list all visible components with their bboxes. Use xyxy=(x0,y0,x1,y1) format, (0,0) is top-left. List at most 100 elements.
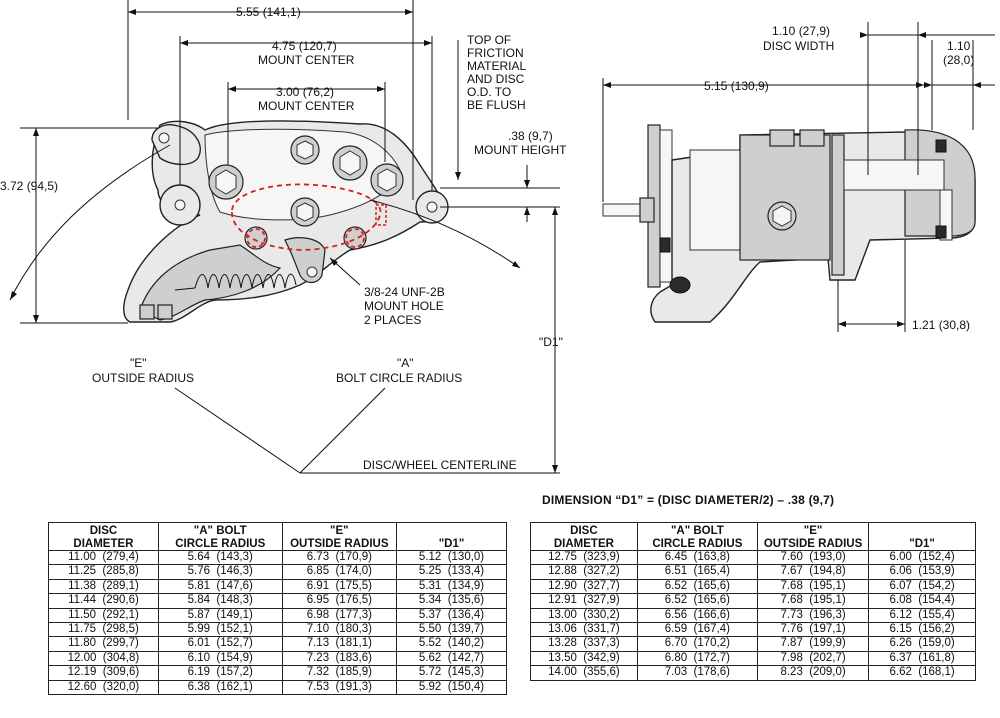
mount-center-outer-label: MOUNT CENTER xyxy=(258,53,355,67)
table-cell: 11.38 (289,1) xyxy=(48,578,159,595)
table-cell: 14.00 (355,6) xyxy=(530,665,638,681)
table-cell: 12.75 (323,9) xyxy=(530,549,638,566)
table-cell: 11.75 (298,5) xyxy=(48,622,159,638)
svg-text:3/8-24 UNF-2B: 3/8-24 UNF-2B xyxy=(364,285,445,299)
mount-height-value: .38 (9,7) xyxy=(508,129,553,143)
table-cell: 5.64 (143,3) xyxy=(157,549,283,566)
table-cell: 6.85 (174,0) xyxy=(281,564,398,580)
table-cell: 6.95 (176,5) xyxy=(281,593,398,609)
mount-hole-note: 3/8-24 UNF-2B MOUNT HOLE 2 PLACES xyxy=(364,285,445,327)
top-note: TOP OF FRICTION MATERIAL AND DISC O.D. T… xyxy=(467,33,526,112)
table-cell: 5.34 (135,6) xyxy=(396,593,507,609)
table-cell: 6.10 (154,9) xyxy=(157,650,283,667)
table-cell: 5.92 (150,4) xyxy=(396,679,507,696)
side-labels: 1.10 (27,9) DISC WIDTH 1.10 (28,0) 5.15 … xyxy=(704,24,974,332)
svg-text:TOP OF: TOP OF xyxy=(467,33,511,47)
side-dimensions xyxy=(602,22,995,332)
overall-height-label: 3.72 (94,5) xyxy=(0,179,58,193)
table-cell: 13.06 (331,7) xyxy=(530,622,638,638)
table-row: 13.28 (337,3)6.70 (170,2)7.87 (199,9)6.2… xyxy=(530,636,976,652)
a-label: "A" xyxy=(397,356,414,370)
table-cell: 6.73 (170,9) xyxy=(281,549,398,566)
table-header-cell: "E"OUTSIDE RADIUS xyxy=(756,522,870,551)
table-cell: 11.80 (299,7) xyxy=(48,636,159,652)
table-row: 12.19 (309,6)6.19 (157,2)7.32 (185,9)5.7… xyxy=(48,665,507,681)
side-width-value: 1.10 xyxy=(947,39,971,53)
table-row: 11.75 (298,5)5.99 (152,1)7.10 (180,3)5.5… xyxy=(48,622,507,638)
mount-center-outer-value: 4.75 (120,7) xyxy=(272,39,337,53)
front-dimensions xyxy=(9,0,560,474)
table-cell: 11.00 (279,4) xyxy=(48,549,159,566)
table-cell: 6.01 (152,7) xyxy=(157,636,283,652)
table-row: 11.25 (285,8)5.76 (146,3)6.85 (174,0)5.2… xyxy=(48,564,507,580)
table-cell: 5.99 (152,1) xyxy=(157,622,283,638)
table-cell: 5.37 (136,4) xyxy=(396,607,507,624)
table-cell: 7.68 (195,1) xyxy=(756,593,870,609)
table-row: 12.91 (327,9)6.52 (165,6)7.68 (195,1)6.0… xyxy=(530,593,976,609)
table-cell: 12.00 (304,8) xyxy=(48,650,159,667)
table-cell: 7.03 (178,6) xyxy=(636,665,758,681)
table-cell: 11.50 (292,1) xyxy=(48,607,159,624)
svg-text:O.D. TO: O.D. TO xyxy=(467,85,511,99)
table-row: 12.90 (327,7)6.52 (165,6)7.68 (195,1)6.0… xyxy=(530,578,976,595)
mount-center-inner-label: MOUNT CENTER xyxy=(258,99,355,113)
overall-width-label: 5.55 (141,1) xyxy=(236,5,301,19)
table-cell: 6.00 (152,4) xyxy=(868,549,976,566)
table-cell: 6.70 (170,2) xyxy=(636,636,758,652)
table-cell: 6.91 (175,5) xyxy=(281,578,398,595)
table-cell: 5.25 (133,4) xyxy=(396,564,507,580)
table-cell: 7.76 (197,1) xyxy=(756,622,870,638)
table-row: 11.80 (299,7)6.01 (152,7)7.13 (181,1)5.5… xyxy=(48,636,507,652)
table-row: 13.06 (331,7)6.59 (167,4)7.76 (197,1)6.1… xyxy=(530,622,976,638)
centerline-label: DISC/WHEEL CENTERLINE xyxy=(363,458,517,472)
table-cell: 6.80 (172,7) xyxy=(636,650,758,667)
table-cell: 11.44 (290,6) xyxy=(48,593,159,609)
table-cell: 7.73 (196,3) xyxy=(756,607,870,624)
table-row: 13.50 (342,9)6.80 (172,7)7.98 (202,7)6.3… xyxy=(530,650,976,667)
table-cell: 7.10 (180,3) xyxy=(281,622,398,638)
table-cell: 12.91 (327,9) xyxy=(530,593,638,609)
side-width-metric: (28,0) xyxy=(943,53,974,67)
table-row: 11.44 (290,6)5.84 (148,3)6.95 (176,5)5.3… xyxy=(48,593,507,609)
side-depth-label: 1.21 (30,8) xyxy=(912,318,970,332)
disc-width-value: 1.10 (27,9) xyxy=(772,24,830,38)
e-sublabel: OUTSIDE RADIUS xyxy=(92,371,194,385)
table-cell: 6.45 (163,8) xyxy=(636,549,758,566)
table-cell: 6.59 (167,4) xyxy=(636,622,758,638)
table-row: 13.00 (330,2)6.56 (166,6)7.73 (196,3)6.1… xyxy=(530,607,976,624)
caliper-side-view xyxy=(602,124,976,323)
table-row: 14.00 (355,6)7.03 (178,6)8.23 (209,0)6.6… xyxy=(530,665,976,681)
table-row: 12.75 (323,9)6.45 (163,8)7.60 (193,0)6.0… xyxy=(530,549,976,566)
table-cell: 6.19 (157,2) xyxy=(157,665,283,681)
table-header-cell: "E"OUTSIDE RADIUS xyxy=(281,522,398,551)
table-cell: 7.98 (202,7) xyxy=(756,650,870,667)
caliper-drawing: 5.55 (141,1) 4.75 (120,7) MOUNT CENTER 3… xyxy=(0,0,995,474)
table-cell: 6.26 (159,0) xyxy=(868,636,976,652)
table-cell: 13.50 (342,9) xyxy=(530,650,638,667)
table-cell: 5.72 (145,3) xyxy=(396,665,507,681)
table-cell: 12.88 (327,2) xyxy=(530,564,638,580)
svg-text:AND DISC: AND DISC xyxy=(467,72,525,86)
svg-text:2 PLACES: 2 PLACES xyxy=(364,313,421,327)
table-row: 12.60 (320,0)6.38 (162,1)7.53 (191,3)5.9… xyxy=(48,679,507,696)
a-sublabel: BOLT CIRCLE RADIUS xyxy=(336,371,462,385)
table-cell: 6.98 (177,3) xyxy=(281,607,398,624)
table-row: 11.00 (279,4)5.64 (143,3)6.73 (170,9)5.1… xyxy=(48,549,507,566)
table-cell: 12.90 (327,7) xyxy=(530,578,638,595)
table-cell: 7.67 (194,8) xyxy=(756,564,870,580)
disc-width-label: DISC WIDTH xyxy=(763,39,834,53)
table-cell: 6.08 (154,4) xyxy=(868,593,976,609)
table-cell: 7.87 (199,9) xyxy=(756,636,870,652)
svg-text:MOUNT HOLE: MOUNT HOLE xyxy=(364,299,444,313)
caliper-front-view xyxy=(123,120,449,323)
table-cell: 5.76 (146,3) xyxy=(157,564,283,580)
table-cell: 5.50 (139,7) xyxy=(396,622,507,638)
d1-formula: DIMENSION “D1” = (DISC DIAMETER/2) – .38… xyxy=(542,493,835,507)
front-labels: 5.55 (141,1) 4.75 (120,7) MOUNT CENTER 3… xyxy=(0,5,567,472)
table-cell: 6.52 (165,6) xyxy=(636,593,758,609)
